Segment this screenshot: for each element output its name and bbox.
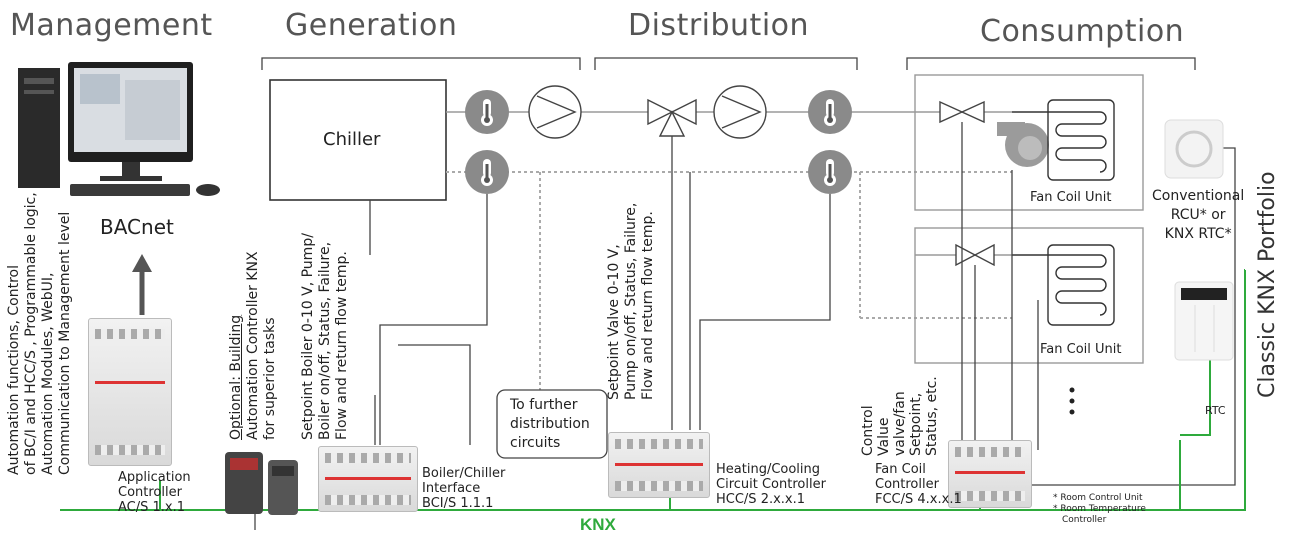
header-management: Management xyxy=(10,8,213,43)
boiler-interface-label: Boiler/Chiller Interface BCI/S 1.1.1 xyxy=(422,466,506,511)
management-functions-text: Automation functions, Control of BC/I an… xyxy=(6,192,73,475)
further-circuits-box xyxy=(496,389,608,459)
knx-logo-text: KNX xyxy=(580,515,617,534)
fcc-device xyxy=(948,440,1032,508)
portfolio-label: Classic KNX Portfolio xyxy=(1255,171,1280,398)
hcc-device xyxy=(608,432,710,498)
fcc-label: Fan Coil Controller FCC/S 4.x.x.1 xyxy=(875,462,962,507)
fan-icon xyxy=(997,122,1049,167)
fan-coil-signals-text: Control Value valve/fan Setpoint, Status… xyxy=(860,376,940,456)
app-controller-label: Application Controller AC/S 1.x.1 xyxy=(118,470,191,515)
valve-signals-text: Setpoint Valve 0-10 V, Pump on/off, Stat… xyxy=(606,202,656,400)
two-way-valve-icons xyxy=(939,100,995,267)
rtc-label: RTC xyxy=(1205,404,1226,417)
building-controller-icon xyxy=(225,452,298,515)
rcu-device-icon xyxy=(1164,119,1224,179)
chiller-label: Chiller xyxy=(323,129,381,150)
fan-coil-unit-label-1: Fan Coil Unit xyxy=(1030,190,1112,205)
three-way-valve-icon xyxy=(647,98,697,137)
boiler-signals-text: Setpoint Boiler 0-10 V, Pump/ Boiler on/… xyxy=(300,233,350,440)
fan-coil-unit-label-2: Fan Coil Unit xyxy=(1040,342,1122,357)
chiller-box xyxy=(269,79,447,201)
header-distribution: Distribution xyxy=(628,8,810,43)
more-dots-icon xyxy=(1069,387,1075,415)
return-pipe xyxy=(446,171,1012,395)
fan-coil-box-1 xyxy=(914,74,1144,211)
fan-coil-box-2 xyxy=(914,227,1144,364)
optional-controller-text: Optional: Building Automation Controller… xyxy=(228,251,278,440)
thermometer-icons xyxy=(465,90,852,194)
pump-icons xyxy=(528,85,767,139)
rtc-device-icon xyxy=(1174,281,1234,361)
computer-icon xyxy=(18,62,220,196)
bacnet-label: BACnet xyxy=(100,215,174,239)
further-circuits-label: To further distribution circuits xyxy=(510,397,590,451)
header-generation: Generation xyxy=(285,8,458,43)
footnotes: * Room Control Unit * Room Temperature C… xyxy=(1053,493,1146,525)
knx-logo: KNX xyxy=(580,515,617,534)
coil-icons xyxy=(1012,99,1115,326)
boiler-interface-device xyxy=(318,446,418,512)
hcc-label: Heating/Cooling Circuit Controller HCC/S… xyxy=(716,462,826,507)
conventional-rcu-label: Conventional RCU* or KNX RTC* xyxy=(1152,188,1245,242)
section-brackets xyxy=(261,57,1196,70)
bacnet-arrow-icon xyxy=(132,254,152,315)
application-controller-device xyxy=(88,318,172,466)
header-consumption: Consumption xyxy=(980,14,1185,49)
